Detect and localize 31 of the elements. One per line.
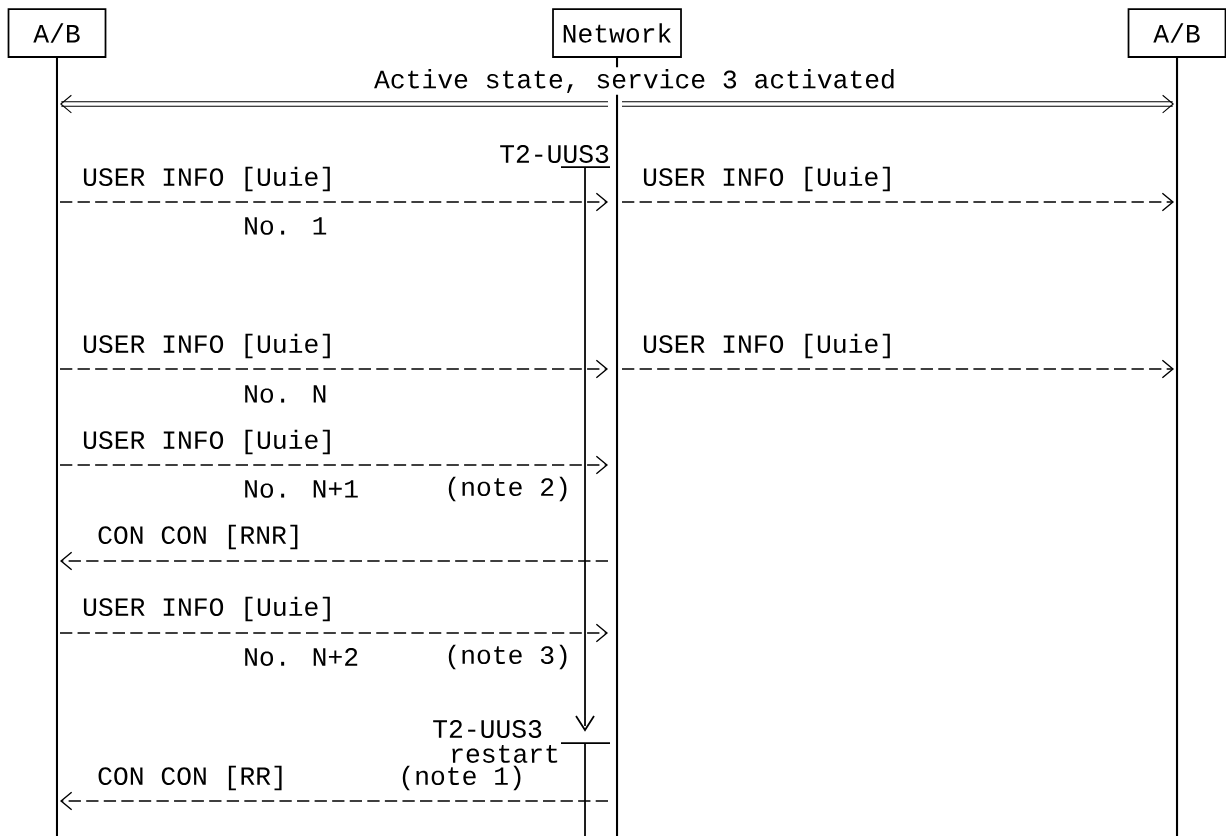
timer-label: restart — [452, 745, 558, 763]
edge-label: CON CON [RNR] — [95, 522, 305, 552]
edge-label: USER INFO [Uuie] — [80, 164, 337, 194]
message-arrow — [60, 94, 608, 114]
participant-box: Network — [552, 8, 682, 58]
message-arrow — [621, 359, 1175, 379]
participant-box: A/B — [7, 8, 107, 58]
edge-label: CON CON [RR] — [95, 763, 289, 793]
message-arrow — [59, 192, 609, 212]
edge-label: USER INFO [Uuie] — [80, 331, 337, 361]
edge-label: USER INFO [Uuie] — [80, 427, 337, 457]
message-arrow — [621, 192, 1175, 212]
message-arrow — [622, 94, 1174, 114]
message-number: No. N — [245, 385, 326, 403]
edge-label: USER INFO [Uuie] — [640, 331, 897, 361]
message-arrow — [59, 359, 609, 379]
note-label: (note 1) — [402, 765, 521, 791]
participant-box: A/B — [1127, 8, 1226, 58]
edge-label: USER INFO [Uuie] — [80, 594, 337, 624]
message-number: No. N+2 — [245, 648, 358, 666]
note-label: (note 2) — [448, 476, 567, 502]
timer-label: T2-UUS3 — [500, 145, 609, 163]
message-arrow — [59, 455, 609, 475]
edge-label: USER INFO [Uuie] — [640, 164, 897, 194]
message-arrow — [59, 623, 609, 643]
edge-label: Active state, service 3 activated — [372, 67, 898, 95]
note-label: (note 3) — [448, 644, 567, 670]
message-arrow — [60, 551, 609, 571]
message-number: No. 1 — [245, 217, 327, 235]
message-number: No. N+1 — [245, 480, 358, 498]
message-arrow — [60, 791, 609, 811]
